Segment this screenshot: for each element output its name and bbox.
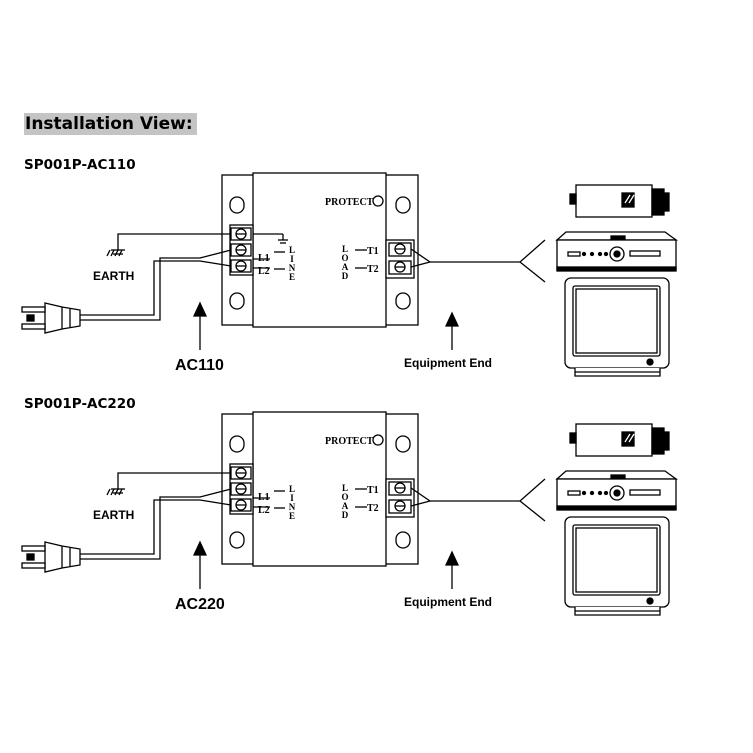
load-label-letter: D	[342, 510, 349, 520]
line-label-letter: L	[289, 484, 295, 494]
supply-voltage-label: AC220	[175, 596, 225, 613]
supply-voltage-label: AC110	[175, 357, 224, 374]
terminal-label-t2: T2	[367, 264, 379, 275]
ground-icon	[106, 488, 125, 496]
load-label-letter: A	[342, 262, 349, 272]
input-terminal-block	[229, 224, 254, 276]
protect-led-icon	[372, 434, 384, 446]
terminal-label-l1: L1	[258, 492, 270, 503]
protect-label: PROTECT	[325, 197, 374, 208]
earth-wire	[117, 233, 231, 250]
line-label-letter: N	[289, 263, 296, 273]
power-cord-wire-1	[80, 488, 232, 560]
page-title: Installation View:	[24, 113, 197, 135]
camera-icon	[569, 423, 670, 457]
power-plug-icon	[21, 302, 81, 334]
terminal-label-t1: T1	[367, 485, 379, 496]
earth-label: EARTH	[93, 508, 134, 522]
load-label-letter: L	[342, 244, 348, 254]
mounting-hole-icon	[229, 435, 411, 549]
line-label-letter: N	[289, 502, 296, 512]
load-label-letter: L	[342, 483, 348, 493]
terminal-label-t1: T1	[367, 246, 379, 257]
power-cord-wire-2	[80, 260, 232, 316]
ground-icon	[106, 249, 125, 257]
line-label-letter: I	[290, 493, 294, 503]
dvr-recorder-icon	[555, 231, 678, 272]
earth-label: EARTH	[93, 269, 134, 283]
model-title-ac220: SP001P-AC220	[24, 396, 136, 412]
load-label-letter: A	[342, 501, 349, 511]
monitor-icon	[564, 277, 670, 377]
power-cord-wire-2	[80, 499, 232, 555]
line-label-letter: I	[290, 254, 294, 264]
earth-wire	[117, 472, 231, 489]
input-terminal-block	[229, 463, 254, 515]
equipment-end-label: Equipment End	[404, 595, 492, 609]
output-terminal-block	[385, 478, 415, 518]
camera-icon	[569, 184, 670, 218]
model-title-ac110: SP001P-AC110	[24, 157, 136, 173]
wiring-diagram-ac110: PROTECT L1 L2 L I N E L O A D T1 T2 EART…	[21, 172, 678, 377]
line-label-letter: E	[289, 272, 295, 282]
terminal-label-l2: L2	[258, 505, 270, 516]
load-label-letter: O	[341, 253, 348, 263]
protect-led-icon	[372, 195, 384, 207]
terminal-label-l1: L1	[258, 253, 270, 264]
protect-label: PROTECT	[325, 436, 374, 447]
dvr-recorder-icon	[555, 470, 678, 511]
power-plug-icon	[21, 541, 81, 573]
load-label-letter: D	[342, 271, 349, 281]
power-cord-wire-1	[80, 249, 232, 321]
line-label-letter: E	[289, 511, 295, 521]
terminal-label-l2: L2	[258, 266, 270, 277]
line-label-letter: L	[289, 245, 295, 255]
load-label-letter: O	[341, 492, 348, 502]
output-terminal-block	[385, 239, 415, 279]
monitor-icon	[564, 516, 670, 616]
mounting-hole-icon	[229, 196, 411, 310]
wiring-diagram-ac220: PROTECT L1 L2 L I N E L O A D T1 T2 EART…	[21, 411, 678, 616]
equipment-end-label: Equipment End	[404, 356, 492, 370]
terminal-label-t2: T2	[367, 503, 379, 514]
